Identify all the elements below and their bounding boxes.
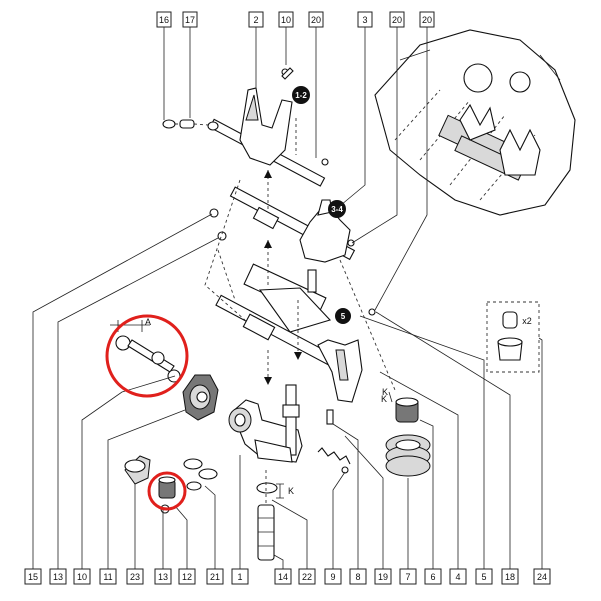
rings-6-7: K <box>381 394 431 477</box>
bottom-callout-5: 5 <box>475 568 493 585</box>
callout-label: 8 <box>355 572 360 582</box>
callout-label: 1 <box>237 572 242 582</box>
top-callout-20a: 20 <box>308 11 324 28</box>
gear-marker-1-2: 1-2 <box>292 86 310 104</box>
assembly-arrows <box>264 170 302 385</box>
top-leader-lines <box>163 27 428 311</box>
callout-label: 3 <box>362 15 367 25</box>
selector-shaft-1 <box>228 384 303 494</box>
callout-label: 22 <box>302 572 312 582</box>
bottom-callout-13: 13 <box>49 568 67 585</box>
selector-lever-13: A <box>110 317 181 383</box>
spring-9 <box>317 447 351 474</box>
bottom-callout-4: 4 <box>449 568 467 585</box>
callout-label: 9 <box>330 572 335 582</box>
bottom-callout-10: 10 <box>73 568 91 585</box>
gear-marker-3-4-text: 3-4 <box>331 205 343 214</box>
callout-label: 17 <box>185 15 195 25</box>
callout-label: 24 <box>537 572 547 582</box>
top-callout-2: 2 <box>248 11 264 28</box>
bottom-callout-21: 21 <box>206 568 224 585</box>
bottom-callout-6: 6 <box>424 568 442 585</box>
bottom-callout-13b: 13 <box>154 568 172 585</box>
top-callout-20b: 20 <box>389 11 405 28</box>
bottom-callout-8: 8 <box>349 568 367 585</box>
top-callout-3: 3 <box>357 11 373 28</box>
quantity-x2-label: x2 <box>522 316 532 326</box>
callout-label: 19 <box>378 572 388 582</box>
bottom-callout-23: 23 <box>126 568 144 585</box>
highlight-circle-bush <box>147 471 187 511</box>
gearbox-housing <box>374 29 576 216</box>
top-callout-17: 17 <box>182 11 198 28</box>
dimension-k-markers: K K <box>276 387 393 499</box>
dimension-k3-label: K <box>381 394 387 404</box>
callout-label: 15 <box>28 572 38 582</box>
top-callout-10: 10 <box>278 11 294 28</box>
callout-label: 4 <box>455 572 460 582</box>
top-callout-20c: 20 <box>419 11 435 28</box>
bracket-11 <box>182 374 219 421</box>
callout-label: 16 <box>159 15 169 25</box>
bottom-callout-9: 9 <box>324 568 342 585</box>
gear-marker-5-text: 5 <box>341 312 346 321</box>
highlight-circles <box>105 314 189 511</box>
gear-marker-5: 5 <box>335 308 351 324</box>
callout-label: 18 <box>505 572 515 582</box>
callout-label: 2 <box>253 15 258 25</box>
circlips-21 <box>183 458 218 491</box>
fork-3-4-assembly <box>209 186 356 263</box>
callout-label: 23 <box>130 572 140 582</box>
dimension-k2-label: K <box>382 387 388 397</box>
callout-label: 21 <box>210 572 220 582</box>
top-callout-16: 16 <box>156 11 172 28</box>
bottom-callout-12: 12 <box>178 568 196 585</box>
callout-label: 11 <box>103 572 112 582</box>
callout-label: 5 <box>481 572 486 582</box>
sleeve-14-22 <box>257 470 275 561</box>
callout-label: 20 <box>392 15 402 25</box>
boot-23 <box>124 455 151 485</box>
bottom-callout-14: 14 <box>274 568 292 585</box>
callout-label: 13 <box>53 572 63 582</box>
bottom-callout-1: 1 <box>231 568 249 585</box>
bottom-leader-lines <box>32 213 543 569</box>
part-24-group: x2 <box>486 301 540 373</box>
callout-label: 12 <box>182 572 192 582</box>
callout-label: 10 <box>281 15 291 25</box>
dimension-a-label: A <box>145 317 151 327</box>
highlight-circle-lever <box>105 314 189 398</box>
callout-label: 6 <box>430 572 435 582</box>
bottom-callout-24: 24 <box>533 568 551 585</box>
callout-label: 20 <box>422 15 432 25</box>
bottom-callout-18: 18 <box>501 568 519 585</box>
fork-1-2-assembly <box>209 67 329 187</box>
dimension-k1-label: K <box>288 486 294 496</box>
bottom-callout-19: 19 <box>374 568 392 585</box>
bottom-callout-11: 11 <box>99 568 117 585</box>
detent-parts-16-17 <box>162 119 219 131</box>
callout-label: 13 <box>158 572 168 582</box>
callout-label: 7 <box>405 572 410 582</box>
fork-5-assembly <box>215 263 376 425</box>
bottom-callout-7: 7 <box>399 568 417 585</box>
callout-label: 10 <box>77 572 87 582</box>
callout-label: 14 <box>278 572 288 582</box>
gear-marker-1-2-text: 1-2 <box>295 91 307 100</box>
bottom-callout-15: 15 <box>24 568 42 585</box>
bottom-callout-22: 22 <box>298 568 316 585</box>
callout-label: 20 <box>311 15 321 25</box>
